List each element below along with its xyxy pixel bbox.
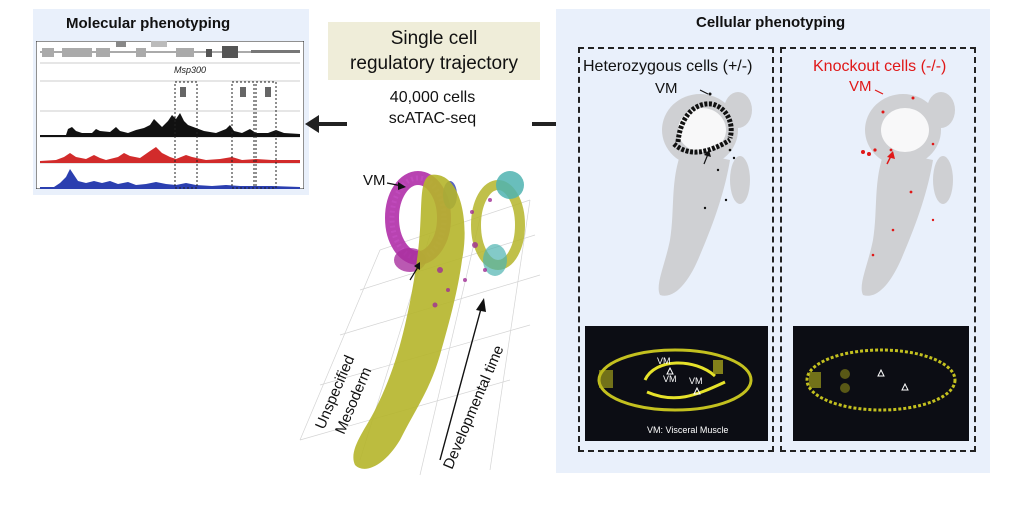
gene-exon xyxy=(96,48,110,57)
micro-vm-label: VM xyxy=(689,376,703,386)
gene-exon xyxy=(151,41,167,47)
gene-exon xyxy=(62,48,92,57)
micro-caption: VM: Visceral Muscle xyxy=(647,425,729,435)
het-umap xyxy=(630,80,770,300)
accessibility-track-blue xyxy=(40,169,300,189)
vm-label-ko: VM xyxy=(849,78,872,95)
feature-mark xyxy=(265,87,271,97)
feature-mark xyxy=(240,87,246,97)
ko-label: Knockout cells (-/-) xyxy=(813,58,947,75)
time-arrow-head xyxy=(476,298,486,312)
gene-exon xyxy=(176,48,194,57)
accessibility-track-red xyxy=(40,147,300,163)
cellular-title: Cellular phenotyping xyxy=(696,14,846,31)
left-arrow-icon xyxy=(303,113,349,135)
trajectory-title-line2: regulatory trajectory xyxy=(350,53,518,74)
gene-exon xyxy=(116,41,126,47)
trajectory-title-line1: Single cell xyxy=(390,28,478,49)
vm-cells-ko xyxy=(861,96,935,257)
ko-box xyxy=(780,47,976,452)
micro-vm-label: VM xyxy=(657,356,671,366)
time-arrow xyxy=(439,304,483,461)
het-microscopy: VM VM VM VM: Visceral Muscle xyxy=(585,326,768,441)
trajectory-title-box: Single cell regulatory trajectory xyxy=(328,22,540,80)
gene-label: Msp300 xyxy=(174,65,206,75)
trajectory-plot xyxy=(290,140,550,485)
micro-vm-label: VM xyxy=(663,374,677,384)
gene-exon xyxy=(222,46,238,58)
embryo-outline xyxy=(805,348,957,412)
molecular-title: Molecular phenotyping xyxy=(66,15,231,32)
het-box xyxy=(578,47,774,452)
gene-exon xyxy=(251,50,300,53)
accessibility-track-black xyxy=(40,113,300,137)
vm-label-het: VM xyxy=(655,80,678,97)
gene-exon xyxy=(206,49,212,57)
highlight-region xyxy=(255,81,277,189)
teal-cluster xyxy=(496,171,524,199)
assay-label: scATAC-seq xyxy=(388,110,477,127)
ko-microscopy xyxy=(793,326,969,441)
ko-umap xyxy=(833,80,973,300)
genome-browser: Msp300 xyxy=(36,41,304,189)
gene-exon xyxy=(42,48,54,57)
mesoderm-cluster xyxy=(353,174,465,469)
vm-label-trajectory: VM xyxy=(363,172,386,189)
vm-cells-het xyxy=(672,101,734,155)
gene-exon xyxy=(136,48,146,57)
cells-text: 40,000 cells scATAC-seq xyxy=(370,87,495,129)
het-label: Heterozygous cells (+/-) xyxy=(583,58,753,75)
cells-count: 40,000 cells xyxy=(389,89,476,106)
feature-mark xyxy=(180,87,186,97)
